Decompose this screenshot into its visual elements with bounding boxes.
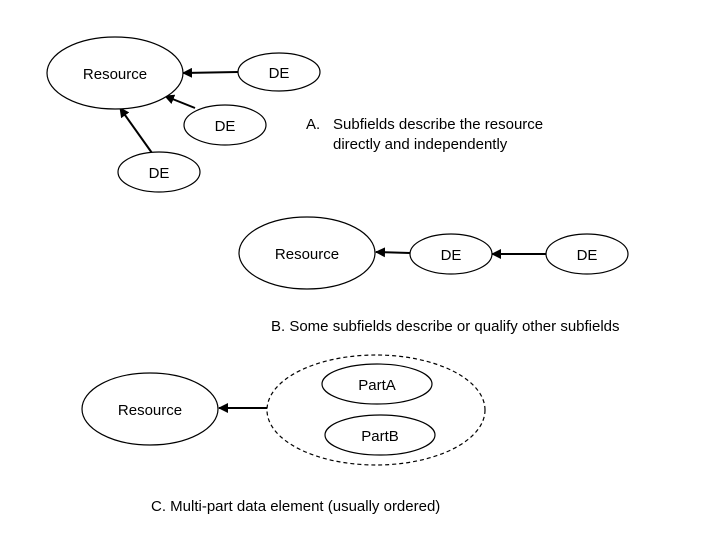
caption-a-line1: Subfields describe the resource — [333, 116, 543, 133]
caption-a-marker: A. — [306, 116, 320, 133]
de-node-b1 — [409, 233, 493, 275]
resource-node-a — [46, 36, 184, 110]
caption-c: C. Multi-part data element (usually orde… — [151, 498, 440, 515]
resource-node-b — [238, 216, 376, 290]
edge-a-de3-to-resource — [119, 107, 153, 154]
section-a: Resource DE DE DE A. Subfields describe … — [46, 36, 543, 193]
resource-node-c — [81, 372, 219, 446]
caption-a-line2: directly and independently — [333, 136, 508, 153]
de-node-a2 — [183, 104, 267, 146]
de-label-a1: DE — [269, 65, 290, 82]
de-node-a3 — [117, 151, 201, 193]
resource-label-c: Resource — [118, 402, 182, 419]
part-b-node — [324, 414, 436, 456]
de-node-b2 — [545, 233, 629, 275]
de-node-a1 — [237, 52, 321, 92]
de-label-b1: DE — [441, 247, 462, 264]
part-a-node — [321, 363, 433, 405]
de-label-b2: DE — [577, 247, 598, 264]
section-b: Resource DE DE B. Some subfields describ… — [238, 216, 629, 335]
de-label-a3: DE — [149, 165, 170, 182]
part-b-label: PartB — [361, 428, 399, 445]
section-c: Resource PartA PartB C. Multi-part data … — [81, 354, 486, 515]
edge-a-de2-to-resource — [164, 94, 196, 109]
de-label-a2: DE — [215, 118, 236, 135]
resource-label-a: Resource — [83, 66, 147, 83]
edge-a-de1-to-resource — [182, 67, 239, 78]
part-a-label: PartA — [358, 377, 396, 394]
edge-b-de1-to-resource — [375, 247, 411, 258]
resource-label-b: Resource — [275, 246, 339, 263]
caption-b: B. Some subfields describe or qualify ot… — [271, 318, 620, 335]
